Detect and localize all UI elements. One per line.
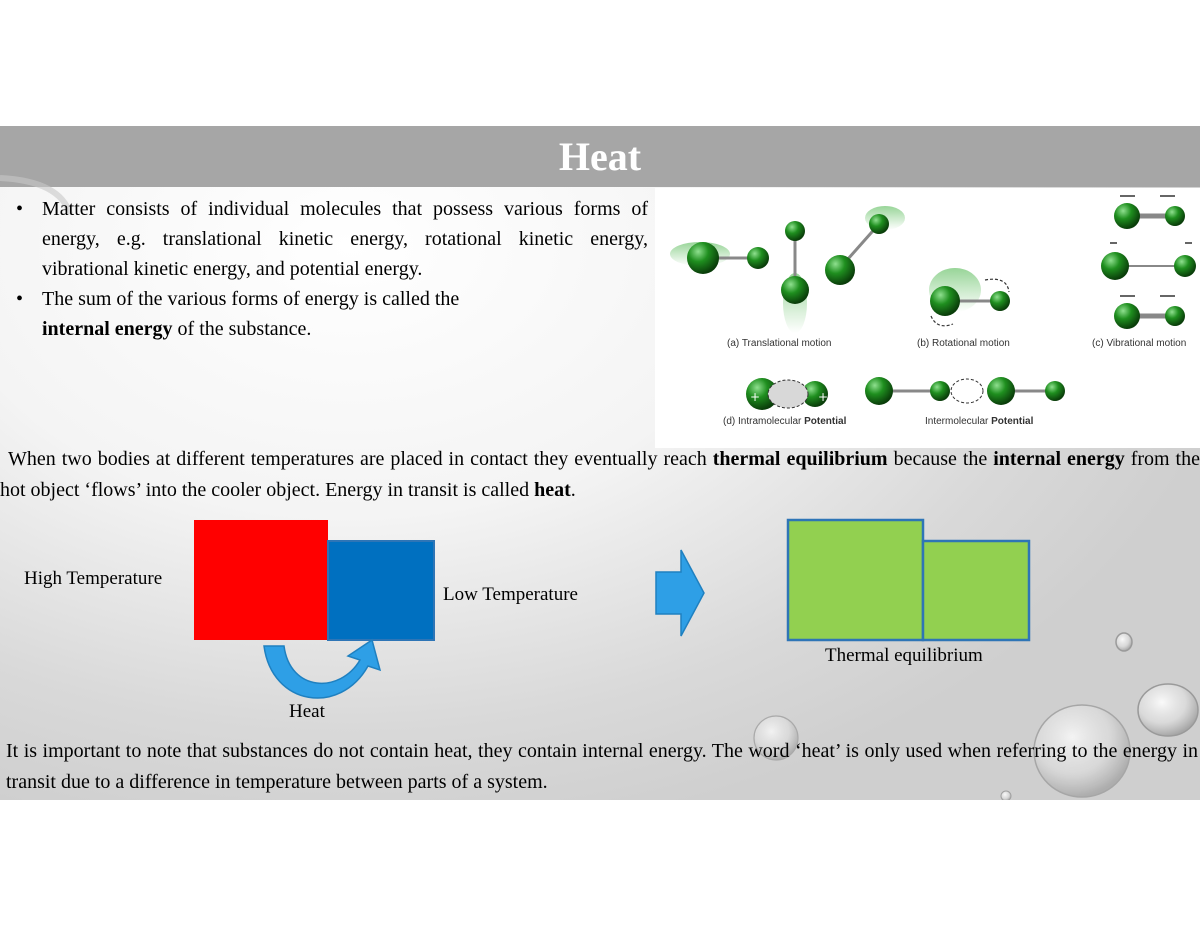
equilibrium-block-right [921, 539, 1031, 642]
svg-text:+: + [818, 390, 828, 404]
caption-intramolecular: (d) Intramolecular Potential [723, 416, 847, 427]
bullet-text: Matter consists of individual molecules … [42, 198, 648, 280]
intramolecular-potential-icon: + + [746, 378, 828, 410]
title-bar [0, 126, 1200, 187]
bullet-item: • Matter consists of individual molecule… [8, 194, 648, 284]
bold-heat: heat [534, 479, 571, 501]
low-temperature-label: Low Temperature [443, 584, 578, 605]
intermolecular-potential-icon [865, 377, 1065, 405]
bullet-list: • Matter consists of individual molecule… [8, 194, 648, 344]
heat-flow-arrow-icon [263, 638, 382, 699]
caption-rotational: (b) Rotational motion [917, 338, 1010, 349]
water-drop-icon [1000, 790, 1012, 800]
bullet-text-end: of the substance. [172, 318, 312, 340]
paragraph-heat-note: It is important to note that substances … [6, 740, 1198, 793]
bold-thermal-equilibrium: thermal equilibrium [712, 448, 888, 470]
paragraph-thermal-equilibrium: When two bodies at different temperature… [0, 448, 1200, 501]
bullet-dot-icon: • [16, 288, 24, 310]
thermal-equilibrium-label: Thermal equilibrium [825, 645, 983, 666]
hot-block [194, 520, 328, 640]
bold-internal-energy: internal energy [993, 448, 1125, 470]
water-drop-icon [753, 715, 799, 761]
rotational-molecule-icon [929, 268, 1010, 327]
caption-vibrational: (c) Vibrational motion [1092, 338, 1187, 349]
caption-intermolecular: Intermolecular Potential [925, 416, 1034, 427]
slide: Heat • Matter consists of individual mol… [0, 126, 1200, 800]
molecular-motion-figure: + + (a) Translational motion (b) Rotatio… [655, 188, 1200, 448]
cold-block [327, 540, 435, 641]
bullet-item: • The sum of the various forms of energy… [8, 284, 648, 344]
caption-translational: (a) Translational motion [727, 338, 832, 349]
water-drops-decoration [0, 175, 1199, 800]
equilibrium-block-left [786, 518, 925, 642]
water-drop-icon [0, 175, 73, 216]
svg-text:+: + [750, 390, 760, 404]
water-drop-icon [1115, 632, 1133, 652]
water-drop-icon [1137, 683, 1199, 737]
bullet-bold-term: internal energy [42, 318, 173, 340]
vibrational-molecule-icon [1101, 195, 1196, 329]
heat-transfer-diagram [194, 518, 1031, 699]
bullet-text: The sum of the various forms of energy i… [42, 288, 460, 310]
bullet-dot-icon: • [16, 198, 24, 220]
water-drop-icon [1033, 704, 1131, 798]
translational-molecule-icon [670, 206, 905, 333]
high-temperature-label: High Temperature [24, 568, 163, 589]
heat-label: Heat [289, 701, 325, 722]
slide-title: Heat [558, 134, 642, 179]
transition-arrow-icon [655, 549, 705, 637]
